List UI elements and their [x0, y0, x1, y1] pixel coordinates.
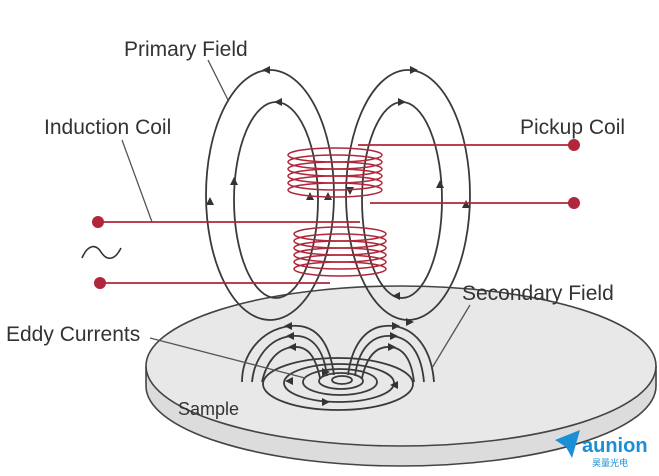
pickup-coil	[287, 139, 580, 209]
induction-coil-label: Induction Coil	[44, 116, 171, 139]
eddy-current-rings	[262, 357, 414, 411]
primary-field-label: Primary Field	[124, 38, 248, 61]
logo-name: aunion	[582, 435, 648, 457]
eddy-currents-label: Eddy Currents	[6, 323, 140, 346]
pickup-terminal-top	[568, 139, 580, 151]
induction-terminal-bottom	[94, 277, 106, 289]
secondary-field-label: Secondary Field	[462, 282, 614, 305]
pickup-coil-label: Pickup Coil	[520, 116, 625, 139]
logo-subtitle: 昊量光电	[592, 457, 628, 469]
induction-terminal-top	[92, 216, 104, 228]
pickup-terminal-bottom	[568, 197, 580, 209]
secondary-field-lines	[241, 322, 435, 383]
sample-label: Sample	[178, 399, 239, 419]
paper-plane-icon	[555, 430, 580, 458]
induction-coil	[92, 216, 387, 289]
brand-logo: aunion 昊量光电	[555, 430, 648, 469]
sine-wave-icon	[81, 245, 122, 260]
sample-disk	[145, 285, 657, 467]
leader-lines	[121, 59, 471, 379]
